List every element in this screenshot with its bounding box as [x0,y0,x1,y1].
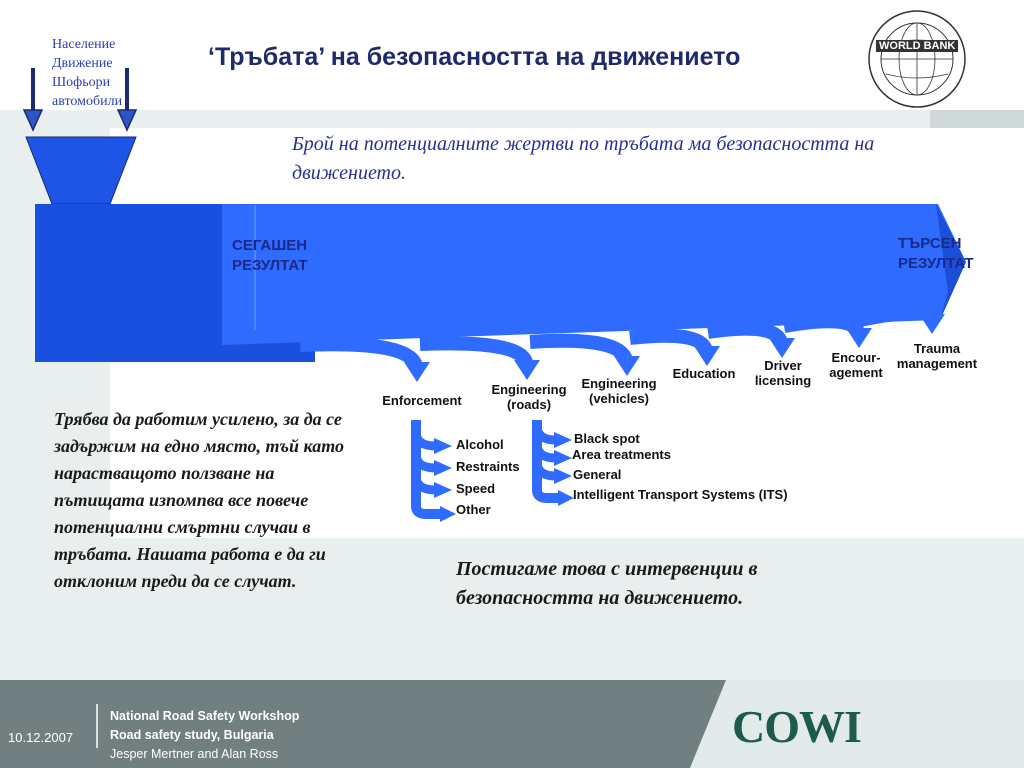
conclusion-text: Постигаме това с интервенции в безопасно… [456,558,758,609]
input-arrow-left [22,68,44,132]
footer-study: Road safety study, Bulgaria [110,728,274,742]
enforcement-item-speed: Speed [456,481,496,496]
branch-label-licensing: Driver licensing [754,358,812,388]
pipe-funnel [25,136,137,205]
world-bank-logo [868,10,966,108]
branch-label-vehicles: Engineering (vehicles) [581,376,657,406]
footer-credits: National Road Safety Workshop Road safet… [110,707,299,764]
branch-arrow-education [629,328,720,366]
pipe-body-dark [35,204,235,362]
input-drivers: Шофьори [52,75,111,90]
background-top-band [0,110,1024,128]
roads-item-general: General [573,467,622,482]
footer-authors: Jesper Mertner and Alan Ross [110,747,279,761]
branch-arrow-enforcement [299,337,430,382]
target-result-label: ТЪРСЕН РЕЗУЛТАТ [898,235,974,272]
enforcement-item-other: Other [456,502,491,517]
branch-arrow-trauma [858,305,945,334]
branch-label-education: Education [672,366,736,381]
enforcement-item-alcohol: Alcohol [456,437,504,452]
branch-arrow-roads [419,336,540,380]
roads-item-its: Intelligent Transport Systems (ITS) [573,487,788,502]
branch-arrow-licensing [706,321,795,358]
current-result-label: СЕГАШЕН РЕЗУЛТАТ [232,237,308,274]
branch-label-enforcement: Enforcement [382,393,462,408]
diagram-subtitle: Брой на потенциалните жертви по тръбата … [292,133,875,184]
roads-item-black-spot: Black spot [574,431,640,446]
pipe-body [222,204,966,345]
input-population: Население [52,37,116,52]
branch-label-roads: Engineering (roads) [491,382,567,412]
background-right-shade [930,110,1024,128]
branch-arrow-encouragement [782,314,872,348]
safety-pipe-diagram [22,68,966,522]
roads-item-area-treatments: Area treatments [572,447,671,462]
enforcement-item-restraints: Restraints [456,459,520,474]
page-title: ‘Тръбата’ на безопасността на движението [208,43,741,71]
branch-arrow-vehicles [529,333,640,376]
footer-brand-panel [690,680,1024,768]
footer-workshop: National Road Safety Workshop [110,709,300,723]
explanation-text: Трябва да работим усилено, за да се задъ… [54,409,344,591]
branch-label-encouragement: Encour- agement [829,350,883,380]
enforcement-sub-branches [411,420,456,522]
world-bank-logo-text: WORLD BANK [876,40,959,52]
roads-sub-branches [532,420,574,506]
input-arrow-right [116,68,138,132]
cowi-logo: COWI [732,701,862,752]
input-traffic: Движение [52,56,113,71]
pipe-inputs-list: Население Движение Шофьори автомобили [52,35,162,111]
branch-label-trauma: Trauma management [896,341,978,371]
background-bottom-band [110,538,1024,680]
footer-divider [96,704,98,748]
footer-date: 10.12.2007 [8,730,74,745]
input-vehicles: автомобили [52,94,123,109]
